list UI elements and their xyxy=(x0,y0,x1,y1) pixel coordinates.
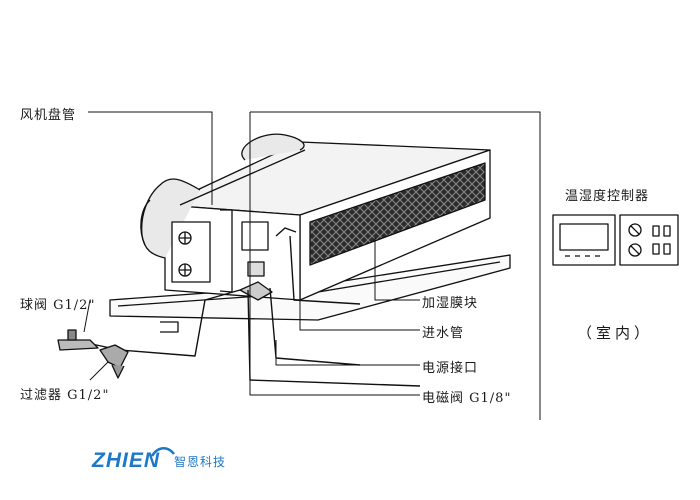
label-indoor: （室内） xyxy=(577,324,654,342)
valve-filter-assembly xyxy=(57,329,129,379)
label-controller: 温湿度控制器 xyxy=(565,189,650,204)
label-solenoid-valve: 电磁阀 G1/8" xyxy=(422,391,512,406)
company-logo: ZHIEN 智恩科技 xyxy=(92,444,267,476)
logo-arc-icon xyxy=(150,447,175,457)
label-fan-coil: 风机盘管 xyxy=(20,108,77,123)
logo-chinese-text: 智恩科技 xyxy=(174,455,227,469)
label-filter: 过滤器 G1/2" xyxy=(20,388,110,403)
controller-unit xyxy=(552,214,679,266)
label-ball-valve: 球阀 G1/2" xyxy=(20,298,96,313)
label-power-port: 电源接口 xyxy=(422,361,479,376)
fan-coil-unit xyxy=(140,133,491,301)
label-water-inlet: 进水管 xyxy=(422,326,465,341)
logo-text: ZHIEN xyxy=(92,449,160,472)
humidifier-module xyxy=(309,162,486,266)
leader-lines xyxy=(83,111,541,420)
label-humidifier-module: 加湿膜块 xyxy=(422,296,479,311)
